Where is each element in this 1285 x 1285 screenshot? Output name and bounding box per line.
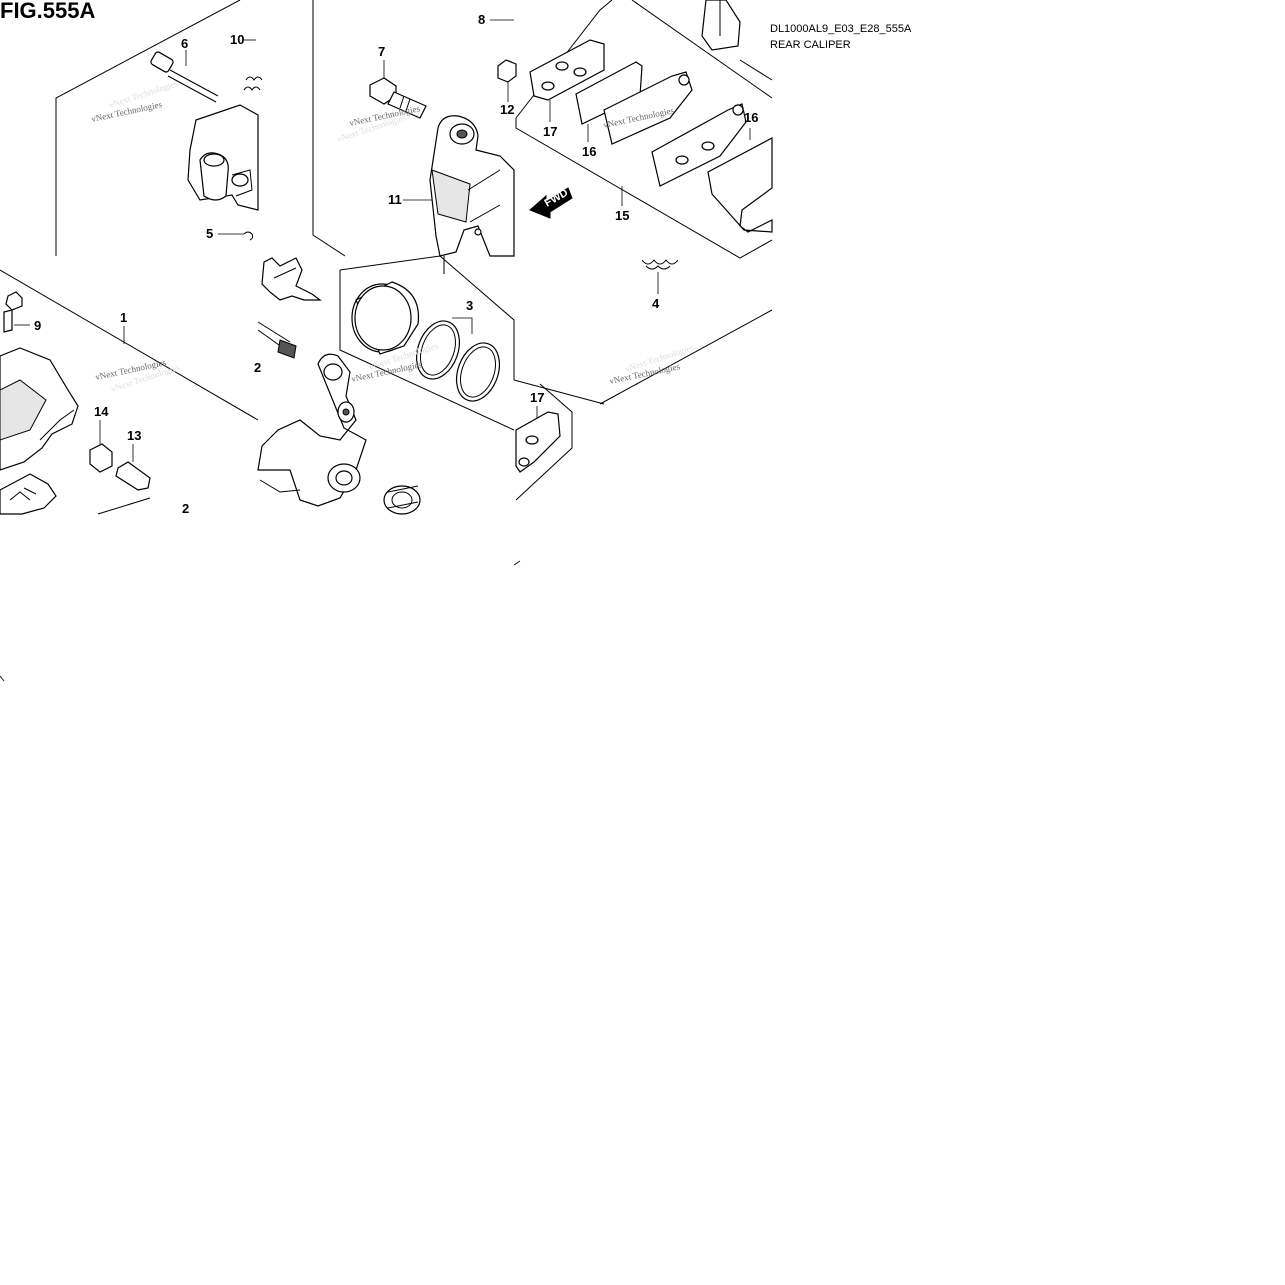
callout-2: 2 (182, 501, 189, 516)
pad-spring-clip (261, 257, 322, 301)
frame-line (513, 379, 605, 405)
spring-10-coil (243, 86, 261, 91)
callout-16a: 16 (582, 144, 596, 159)
callout-4: 4 (652, 296, 660, 311)
stray-mark (513, 560, 521, 566)
callout-10: 10 (230, 32, 244, 47)
bracket-fragment (701, 0, 741, 51)
callout-6: 6 (181, 36, 188, 51)
frame-line (339, 270, 515, 431)
tile-middle-left: 9 1 14 13 2 vNext Technologies vNext Tec… (0, 269, 259, 516)
fwd-direction-arrow: FWD (529, 187, 573, 219)
caliper-bracket-11 (429, 115, 515, 257)
callout-7: 7 (378, 44, 385, 59)
caliper-pin-6 (150, 51, 219, 103)
nut-12 (497, 59, 517, 83)
brake-pad-shim-b (707, 137, 773, 233)
frame-line (599, 309, 773, 405)
frame-line (55, 0, 241, 256)
spring-4 (641, 259, 679, 265)
bleeder-cap-5 (243, 231, 254, 241)
spring-4-coil (645, 265, 671, 270)
tile-top-right: 8 12 17 16 (478, 0, 773, 259)
figure-title: FIG.555A (0, 0, 95, 23)
boot-14 (89, 443, 113, 473)
caliper-body-1 (0, 347, 79, 515)
dust-boot (383, 485, 421, 515)
bolt-7 (369, 77, 427, 119)
callout-17b: 17 (530, 390, 544, 405)
frame-line (97, 497, 151, 515)
tile-top-middle: 7 11 vNext Technologies vNext Technologi… (312, 0, 515, 257)
piston-seal-3 (415, 320, 501, 402)
figure-code: DL1000AL9_E03_E28_555A (770, 23, 912, 35)
leader-line (452, 317, 473, 334)
frame-line (739, 59, 773, 81)
stray-mark (0, 675, 5, 682)
callout-11: 11 (388, 192, 402, 207)
callout-15: 15 (615, 208, 629, 223)
caliper-piston (351, 281, 420, 355)
frame-line (515, 383, 573, 501)
tile-center: 2 (254, 255, 515, 515)
brake-pad-16-b (651, 103, 747, 187)
pad-shim-17-b (515, 411, 561, 473)
tile-middle-right: 4 17 vNext Technologies vNext Technologi… (513, 259, 773, 501)
figure-name: REAR CALIPER (770, 39, 851, 51)
frame-line (0, 269, 259, 421)
frame-line (312, 0, 346, 257)
callout-3: 3 (466, 298, 473, 313)
frame-line (515, 118, 773, 259)
spring-10 (245, 76, 263, 81)
brake-pad-16 (575, 61, 693, 145)
slide-pin (257, 321, 297, 359)
callout-1: 1 (120, 310, 127, 325)
callout-5: 5 (206, 226, 213, 241)
callout-8: 8 (478, 12, 485, 27)
callout-13: 13 (127, 428, 141, 443)
slide-pin-13 (115, 461, 151, 491)
pad-shim-17 (529, 39, 605, 101)
caliper-bracket (257, 353, 367, 507)
callout-12: 12 (500, 102, 514, 117)
bleeder-valve-9 (3, 291, 23, 333)
frame-line (339, 255, 515, 380)
callout-17: 17 (543, 124, 557, 139)
caliper-body-upper (187, 104, 259, 211)
frame-line (631, 0, 773, 99)
callout-9: 9 (34, 318, 41, 333)
callout-2b: 2 (254, 360, 261, 375)
callout-14: 14 (94, 404, 109, 419)
tile-top-left: 6 10 5 vNext Technologies vNext Technolo… (55, 0, 263, 256)
callout-16b: 16 (744, 110, 758, 125)
